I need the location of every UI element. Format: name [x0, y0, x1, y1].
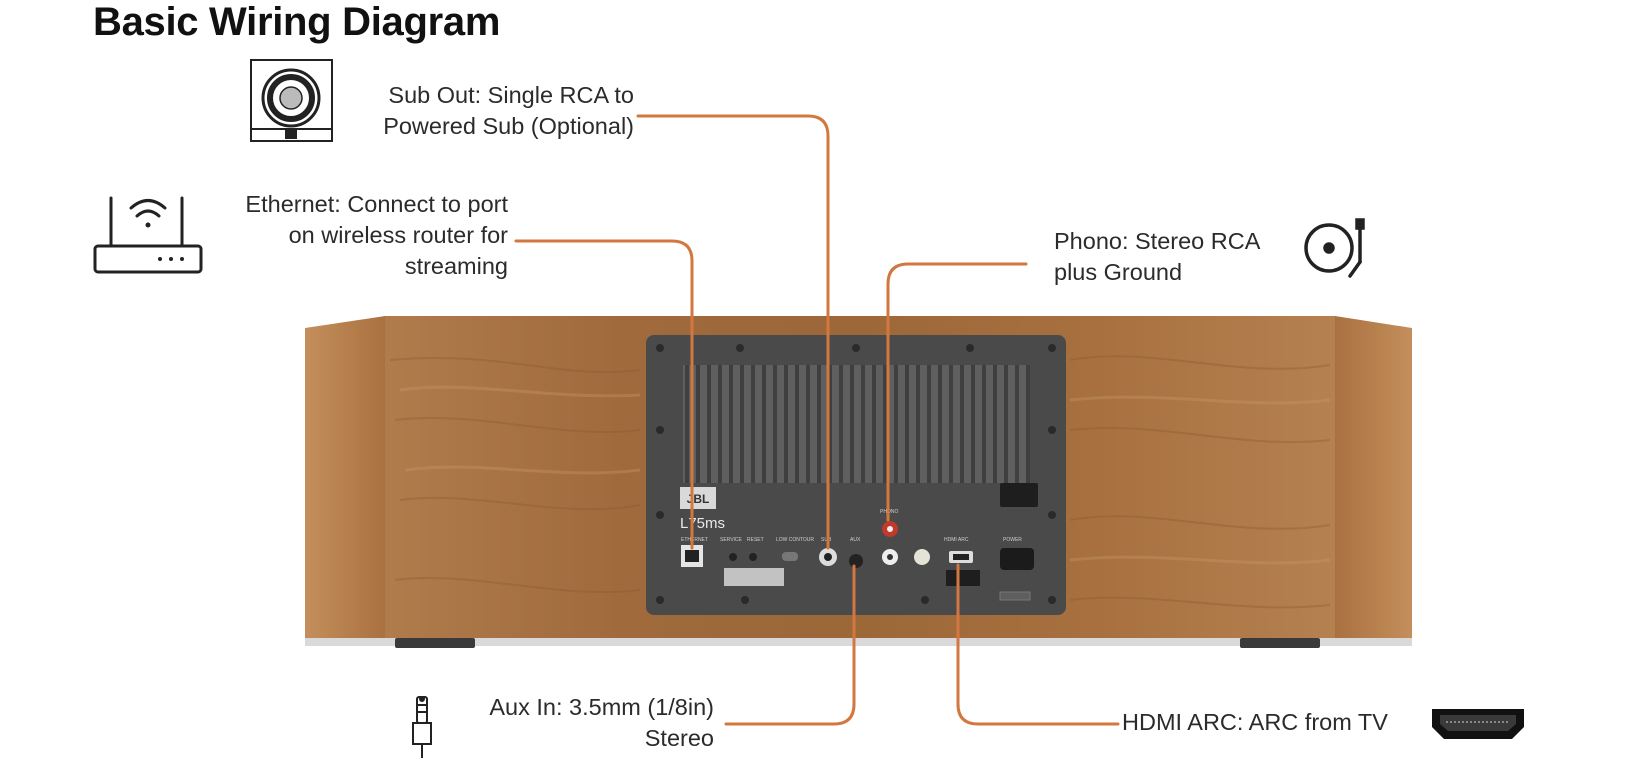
hdmi-arc-line: [956, 563, 1120, 726]
hdmi-icon: [1432, 709, 1524, 739]
ethernet-line: [514, 239, 694, 550]
panel-label-sub: SUB: [821, 537, 832, 543]
rear-panel: JBL L75ms ETHERNET SERVICE RESET: [646, 335, 1066, 615]
aux-in-line: [724, 564, 856, 726]
panel-label-service: SERVICE: [720, 537, 743, 543]
hdmi-arc-label: HDMI ARC: ARC from TV: [1122, 709, 1388, 735]
ethernet-label: Ethernet: Connect to port on wireless ro…: [245, 191, 508, 279]
power-switch: [1000, 483, 1038, 507]
connector-lines: [514, 114, 1120, 726]
turntable-icon: [1304, 218, 1365, 278]
phono-line: [886, 262, 1028, 522]
aux-in-label: Aux In: 3.5mm (1/8in) Stereo: [489, 694, 714, 751]
panel-label-low-contour: LOW CONTOUR: [776, 537, 814, 543]
panel-label-hdmi-arc: HDMI ARC: [944, 537, 969, 543]
panel-label-power: POWER: [1003, 537, 1022, 543]
audio-jack-icon: [412, 696, 432, 758]
panel-label-reset: RESET: [747, 537, 764, 543]
page-title: Basic Wiring Diagram: [93, 0, 501, 44]
subwoofer-icon: [250, 59, 333, 142]
router-icon: [93, 196, 203, 274]
panel-label-ethernet: ETHERNET: [681, 537, 708, 543]
jbl-logo: JBL: [687, 492, 710, 506]
sub-out-line: [636, 114, 830, 550]
sub-out-label: Sub Out: Single RCA to Powered Sub (Opti…: [383, 82, 634, 139]
phono-label: Phono: Stereo RCA plus Ground: [1054, 228, 1261, 285]
model-label: L75ms: [680, 515, 725, 532]
panel-label-aux: AUX: [850, 537, 861, 543]
